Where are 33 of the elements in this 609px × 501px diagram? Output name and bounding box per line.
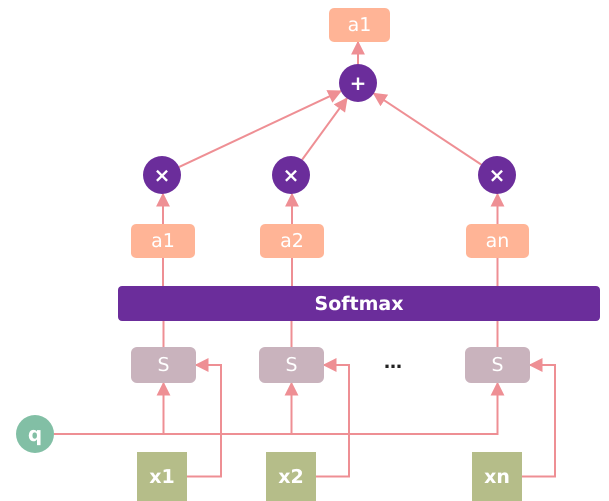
connector-line bbox=[496, 258, 498, 286]
operator-circle: × bbox=[272, 156, 310, 194]
input-box: x2 bbox=[266, 452, 316, 501]
connector-line bbox=[496, 321, 498, 347]
arrow bbox=[490, 192, 504, 224]
operator-circle: + bbox=[339, 64, 377, 102]
query-circle: q bbox=[16, 415, 54, 453]
score-box: S bbox=[259, 347, 324, 383]
input-box: x1 bbox=[137, 452, 187, 501]
output-box: a1 bbox=[131, 224, 195, 258]
connector-line bbox=[162, 258, 164, 286]
operator-circle: × bbox=[143, 156, 181, 194]
softmax-bar: Softmax bbox=[118, 286, 600, 321]
output-box: a2 bbox=[260, 224, 324, 258]
connector-line bbox=[290, 321, 292, 347]
input-box: xn bbox=[472, 452, 522, 501]
arrow bbox=[156, 192, 170, 224]
output-box: an bbox=[466, 224, 529, 258]
arrow bbox=[187, 358, 222, 478]
score-box: S bbox=[465, 347, 530, 383]
operator-circle: × bbox=[478, 156, 516, 194]
arrow bbox=[372, 92, 482, 166]
arrow bbox=[351, 40, 365, 64]
arrow bbox=[316, 358, 350, 478]
output-box: a1 bbox=[329, 8, 390, 42]
connector-line bbox=[291, 258, 293, 286]
ellipsis-label: … bbox=[384, 352, 402, 373]
score-box: S bbox=[131, 347, 196, 383]
arrow bbox=[178, 90, 342, 168]
arrow bbox=[301, 97, 348, 160]
connector-line bbox=[162, 321, 164, 347]
arrow bbox=[285, 192, 299, 224]
arrow bbox=[522, 358, 556, 478]
